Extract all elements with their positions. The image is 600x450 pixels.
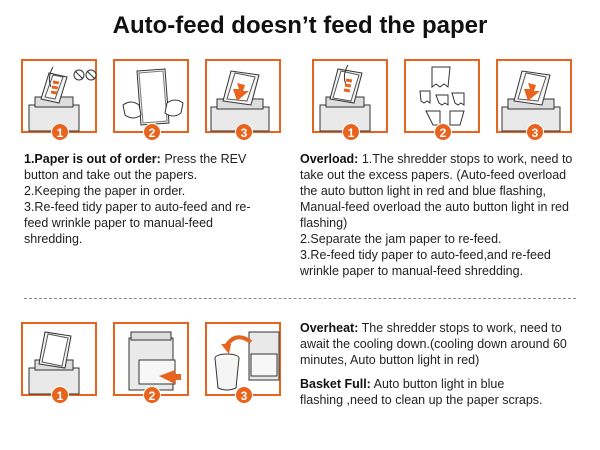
no-staple-icon <box>73 69 97 81</box>
illustration-overload-step-3: 3 <box>496 59 572 141</box>
overload-step-3-text: 3.Re-feed tidy paper to auto-feed,and re… <box>300 248 551 278</box>
order-step-2-text: 2.Keeping the paper in order. <box>24 184 186 198</box>
step-badge-3: 3 <box>235 386 253 404</box>
step-badge-3: 3 <box>235 123 253 141</box>
overheat-instructions: Overheat: The shredder stops to work, ne… <box>300 320 582 368</box>
illustration-order-step-1: 1 <box>21 59 97 141</box>
torn-paper-icon <box>419 66 465 126</box>
shredder-feed-icon <box>28 66 80 132</box>
step-badge-2: 2 <box>434 123 452 141</box>
paper-stack-hands-icon <box>122 68 184 126</box>
overload-instructions: Overload: 1.The shredder stops to work, … <box>300 151 582 279</box>
order-step-1-text: Press the REV button and take out the pa… <box>24 152 247 182</box>
section-divider <box>24 298 576 299</box>
overheat-heading: Overheat: <box>300 321 359 335</box>
shredder-feed-icon <box>28 331 80 395</box>
paper-insert-arrow-icon <box>210 70 270 132</box>
order-step-3-text: 3.Re-feed tidy paper to auto-feed and re… <box>24 200 251 246</box>
order-instructions: 1.Paper is out of order: Press the REV b… <box>24 151 272 247</box>
overload-step-1-text: 1.The shredder stops to work, need to ta… <box>300 152 573 230</box>
trash-empty-icon <box>214 331 280 391</box>
step-badge-1: 1 <box>51 123 69 141</box>
illustration-overheat-step-2: 2 <box>113 322 189 404</box>
shredder-feed-icon <box>319 64 371 132</box>
basket-instructions: Basket Full: Auto button light in blue f… <box>300 376 550 408</box>
step-badge-3: 3 <box>526 123 544 141</box>
paper-insert-arrow-icon <box>501 70 561 132</box>
illustration-overload-step-1: 1 <box>312 59 388 141</box>
illustration-order-step-2: 2 <box>113 59 189 141</box>
overheat-text: The shredder stops to work, need to awai… <box>300 321 567 367</box>
basket-text: Auto button light in blue flashing ,need… <box>300 377 543 407</box>
illustration-overheat-step-1: 1 <box>21 322 97 404</box>
overload-step-2-text: 2.Separate the jam paper to re-feed. <box>300 232 502 246</box>
step-badge-2: 2 <box>143 123 161 141</box>
page-title: Auto-feed doesn’t feed the paper <box>112 12 488 39</box>
basket-heading: Basket Full: <box>300 377 371 391</box>
overload-heading: Overload: <box>300 152 359 166</box>
illustration-order-step-3: 3 <box>205 59 281 141</box>
order-heading: 1.Paper is out of order: <box>24 152 161 166</box>
illustration-overload-step-2: 2 <box>404 59 480 141</box>
step-badge-2: 2 <box>143 386 161 404</box>
step-badge-1: 1 <box>342 123 360 141</box>
step-badge-1: 1 <box>51 386 69 404</box>
illustration-overheat-step-3: 3 <box>205 322 281 404</box>
